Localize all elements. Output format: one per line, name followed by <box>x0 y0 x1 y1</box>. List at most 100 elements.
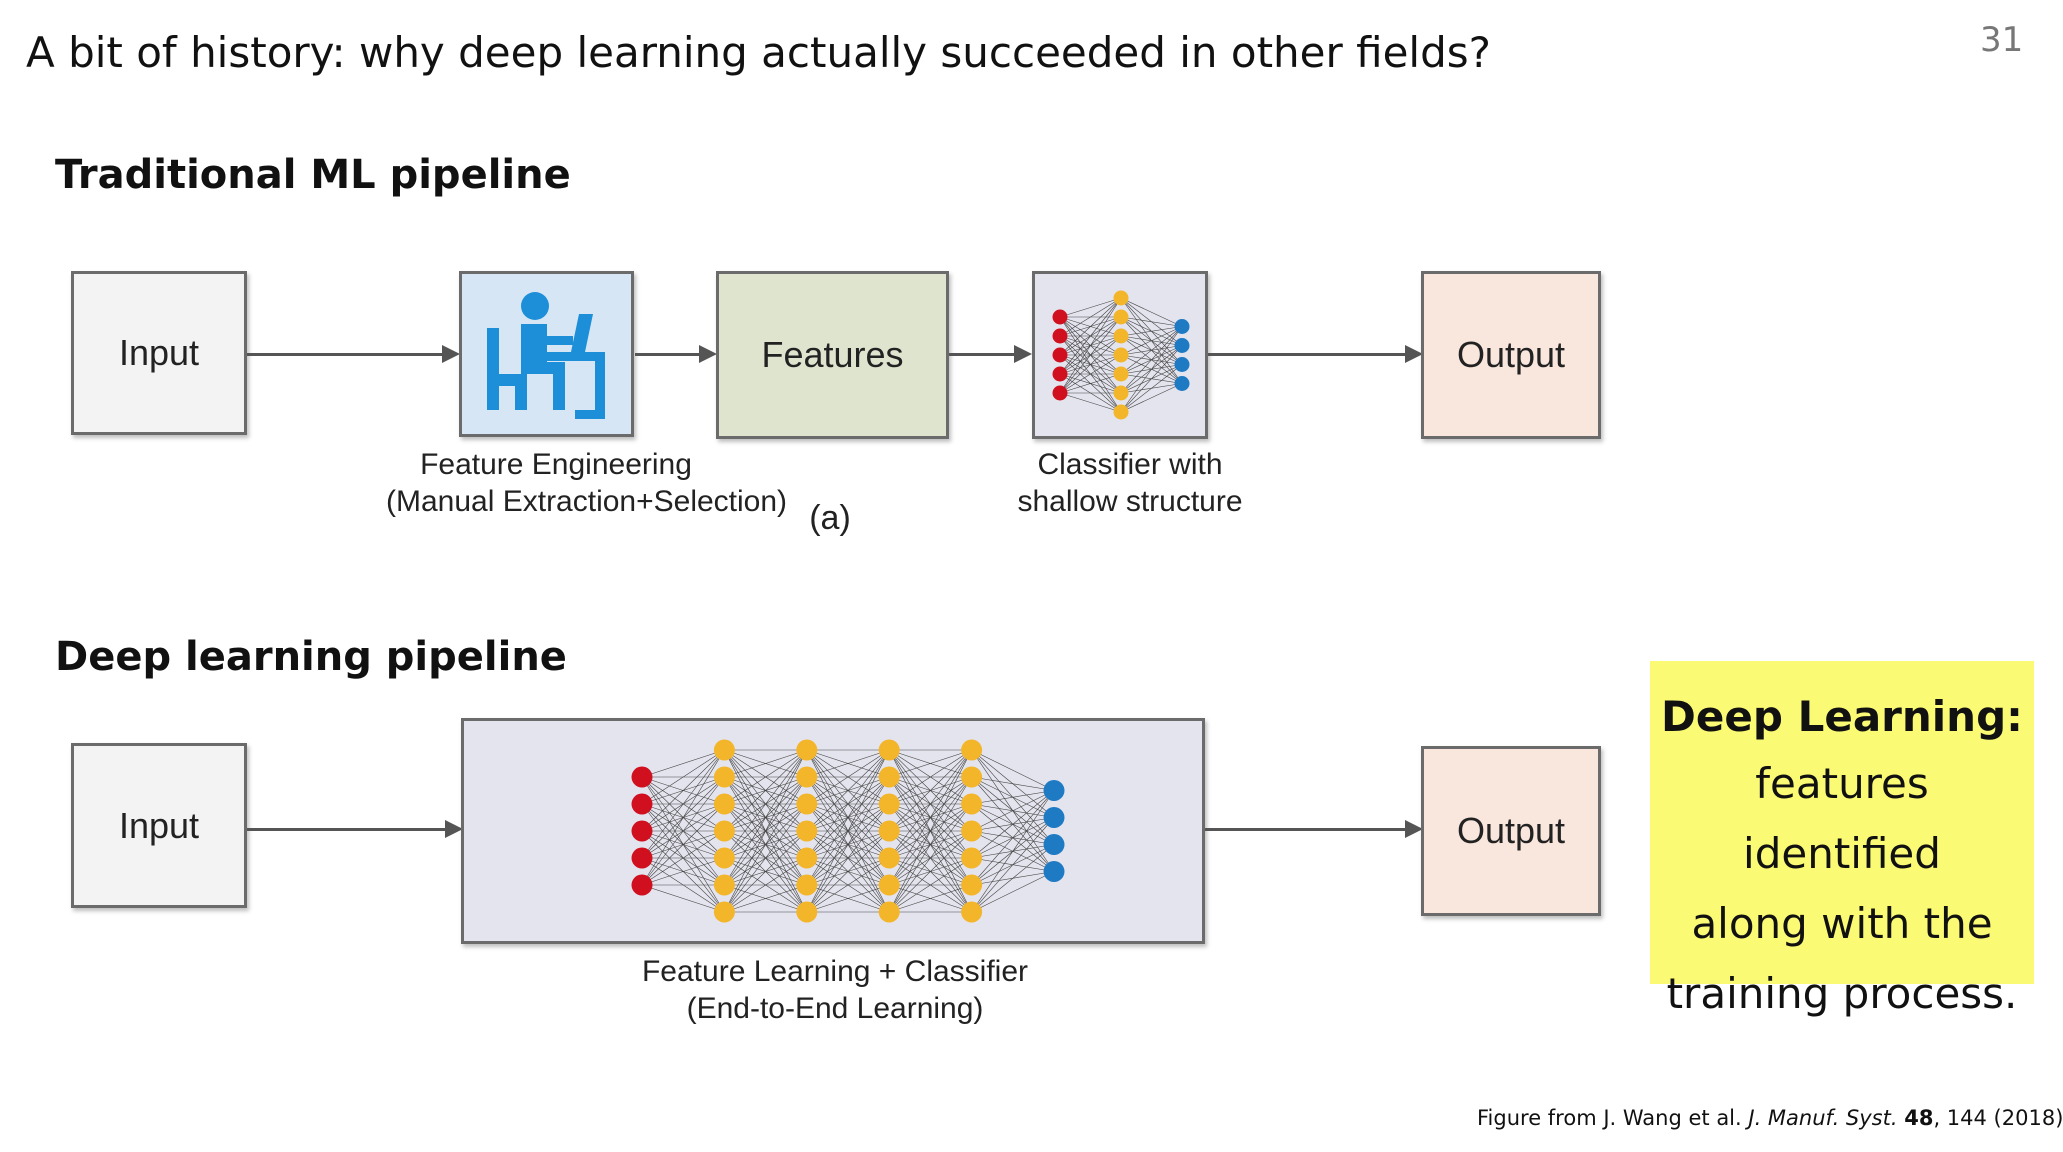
hidden-neuron <box>878 847 900 869</box>
hidden-neuron <box>1113 366 1129 382</box>
hidden-neuron <box>1113 328 1129 344</box>
network-connection <box>806 803 890 913</box>
feature-engineering-box <box>459 271 634 437</box>
network-connections <box>641 749 1055 913</box>
shallow-network-diagram <box>1052 290 1190 420</box>
deep-output-label: Output <box>1456 810 1566 851</box>
callout-line3: training process. <box>1666 969 2018 1018</box>
input-neuron <box>631 793 653 815</box>
network-connection <box>971 790 1055 859</box>
network-connection <box>888 749 972 859</box>
hidden-neuron <box>796 820 818 842</box>
arrow-classifier-to-output <box>1208 345 1423 363</box>
network-connection <box>641 830 725 886</box>
classifier-caption-line2: shallow structure <box>1017 485 1243 518</box>
hidden-neuron <box>878 793 900 815</box>
network-connection <box>806 749 890 832</box>
network-connection <box>1059 335 1122 394</box>
deep-caption-line2: (End-to-End Learning) <box>686 992 984 1025</box>
network-connection <box>1120 326 1183 337</box>
network-connection <box>641 749 725 832</box>
network-connection <box>806 830 890 913</box>
network-connection <box>1059 354 1122 394</box>
citation-journal: J. Manuf. Syst. <box>1748 1106 1898 1130</box>
engineering-caption-line2: (Manual Extraction+Selection) <box>386 485 788 518</box>
hidden-neuron <box>878 820 900 842</box>
callout-line2: along with the <box>1691 899 1993 948</box>
output-neuron <box>1043 807 1065 828</box>
traditional-input-box: Input <box>71 271 247 435</box>
hidden-neuron <box>961 874 983 896</box>
network-connection <box>971 776 1055 791</box>
output-neuron <box>1043 834 1065 855</box>
network-connection <box>888 749 972 886</box>
deep-input-box: Input <box>71 743 247 908</box>
network-connection <box>1120 345 1183 413</box>
hidden-neuron <box>1113 309 1129 325</box>
network-connection <box>889 884 972 913</box>
network-connection <box>724 749 808 859</box>
deep-input-label: Input <box>118 804 200 846</box>
network-connection <box>724 776 808 913</box>
network-connection <box>724 749 808 886</box>
network-connection <box>641 857 725 886</box>
network-connection <box>641 749 725 859</box>
deep-heading: Deep learning pipeline <box>55 634 567 680</box>
citation-prefix: Figure from J. Wang et al. <box>1477 1106 1742 1130</box>
input-neuron <box>631 766 653 788</box>
classifier-caption: Classifier with shallow structure <box>1010 446 1250 520</box>
callout-heading: Deep Learning: <box>1661 692 2023 741</box>
network-connection <box>806 884 890 913</box>
output-neuron <box>1174 357 1190 372</box>
output-neuron <box>1174 376 1190 391</box>
arrow-deep-network-to-output <box>1205 820 1423 838</box>
network-connection <box>1059 297 1122 337</box>
hidden-neuron <box>1113 404 1129 420</box>
network-connection <box>1059 373 1122 394</box>
traditional-output-label: Output <box>1456 334 1566 375</box>
network-connection <box>1059 297 1122 356</box>
network-connection <box>1120 316 1183 327</box>
hidden-neuron <box>713 739 735 761</box>
hidden-neuron <box>713 766 735 788</box>
network-connection <box>1059 316 1122 394</box>
hidden-neuron <box>1113 290 1129 306</box>
network-connection <box>1120 364 1183 413</box>
network-connection <box>724 830 808 913</box>
network-connection <box>806 776 890 913</box>
arrow-features-to-classifier <box>949 345 1032 363</box>
network-connection <box>806 749 890 913</box>
network-connection <box>971 844 1055 913</box>
arrow-input-to-deep-network <box>247 820 463 838</box>
engineering-caption-line1: Feature Engineering <box>420 448 692 481</box>
traditional-output-box: Output <box>1421 271 1601 439</box>
network-connection <box>971 817 1055 913</box>
network-connection <box>724 749 808 832</box>
network-connection <box>724 749 808 913</box>
callout-line1: features identified <box>1743 759 1941 878</box>
hidden-neuron <box>713 901 735 923</box>
hidden-neuron <box>796 766 818 788</box>
input-neuron <box>1052 385 1068 401</box>
network-connection <box>724 884 807 913</box>
input-neuron <box>1052 328 1068 344</box>
network-connection <box>971 871 1055 913</box>
hidden-neuron <box>713 793 735 815</box>
network-connection <box>971 790 1055 913</box>
arrow-input-to-engineering <box>247 345 460 363</box>
feature-engineering-caption: Feature Engineering (Manual Extraction+S… <box>386 446 788 520</box>
network-connection <box>806 749 890 778</box>
deep-caption-line1: Feature Learning + Classifier <box>641 955 1029 988</box>
deep-network-box <box>461 718 1205 944</box>
network-connection <box>971 790 1055 886</box>
network-connection <box>1120 326 1183 413</box>
input-neuron <box>631 874 653 896</box>
deep-learning-callout: Deep Learning: features identified along… <box>1650 661 2034 1018</box>
network-connection <box>1059 392 1122 413</box>
network-connection <box>888 749 972 832</box>
network-connection <box>971 790 1055 832</box>
classifier-caption-line1: Classifier with <box>1037 448 1223 481</box>
shallow-classifier-box <box>1032 271 1208 439</box>
hidden-neuron <box>713 874 735 896</box>
features-box: Features <box>716 271 949 439</box>
